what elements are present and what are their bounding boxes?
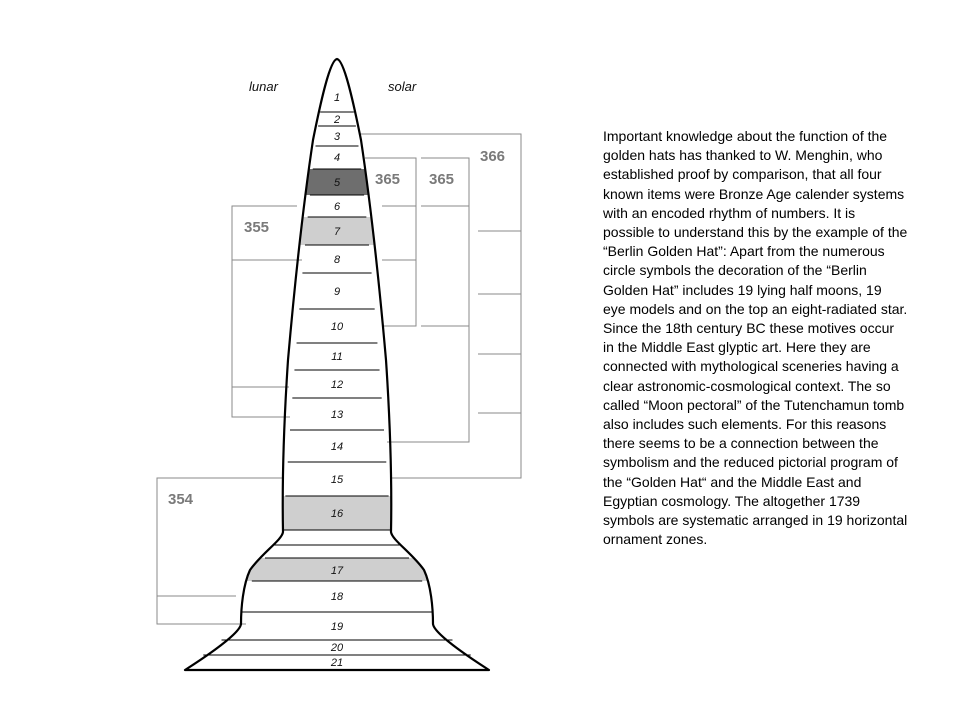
zone-label-18: 18 bbox=[331, 591, 344, 603]
zone-label-21: 21 bbox=[330, 657, 343, 669]
zone-label-19: 19 bbox=[331, 621, 343, 633]
description-text: Important knowledge about the function o… bbox=[603, 128, 908, 548]
bracket-354 bbox=[156, 477, 283, 625]
zone-label-20: 20 bbox=[330, 642, 344, 654]
zone-17-band bbox=[185, 558, 489, 581]
zone-label-16: 16 bbox=[331, 508, 344, 520]
zone-label-12: 12 bbox=[331, 379, 343, 391]
count-365-left: 365 bbox=[375, 171, 400, 188]
zone-label-1: 1 bbox=[334, 92, 340, 104]
bracket-355 bbox=[231, 205, 297, 418]
count-365-right: 365 bbox=[429, 171, 454, 188]
zone-5-band bbox=[185, 169, 489, 195]
count-366: 366 bbox=[480, 148, 505, 165]
zone-label-17: 17 bbox=[331, 565, 344, 577]
zone-label-13: 13 bbox=[331, 409, 344, 421]
solar-heading: solar bbox=[388, 79, 417, 94]
hat-outline bbox=[183, 57, 491, 672]
zone-label-5: 5 bbox=[334, 177, 341, 189]
zone-label-6: 6 bbox=[334, 201, 341, 213]
lunar-heading: lunar bbox=[249, 79, 279, 94]
zone-label-2: 2 bbox=[333, 114, 340, 126]
bracket-366 bbox=[360, 133, 522, 479]
count-355: 355 bbox=[244, 219, 269, 236]
zone-label-8: 8 bbox=[334, 254, 341, 266]
count-354: 354 bbox=[168, 491, 194, 508]
zone-label-10: 10 bbox=[331, 321, 344, 333]
bracket-365-a bbox=[365, 157, 417, 327]
zone-label-3: 3 bbox=[334, 131, 341, 143]
zone-label-7: 7 bbox=[334, 226, 341, 238]
zone-16-band bbox=[185, 496, 489, 530]
zone-label-14: 14 bbox=[331, 441, 343, 453]
zone-label-11: 11 bbox=[331, 351, 342, 363]
zone-label-15: 15 bbox=[331, 474, 344, 486]
bracket-lines bbox=[156, 133, 522, 625]
zone-label-9: 9 bbox=[334, 286, 340, 298]
zone-label-4: 4 bbox=[334, 152, 340, 164]
bracket-365-b bbox=[387, 157, 470, 443]
